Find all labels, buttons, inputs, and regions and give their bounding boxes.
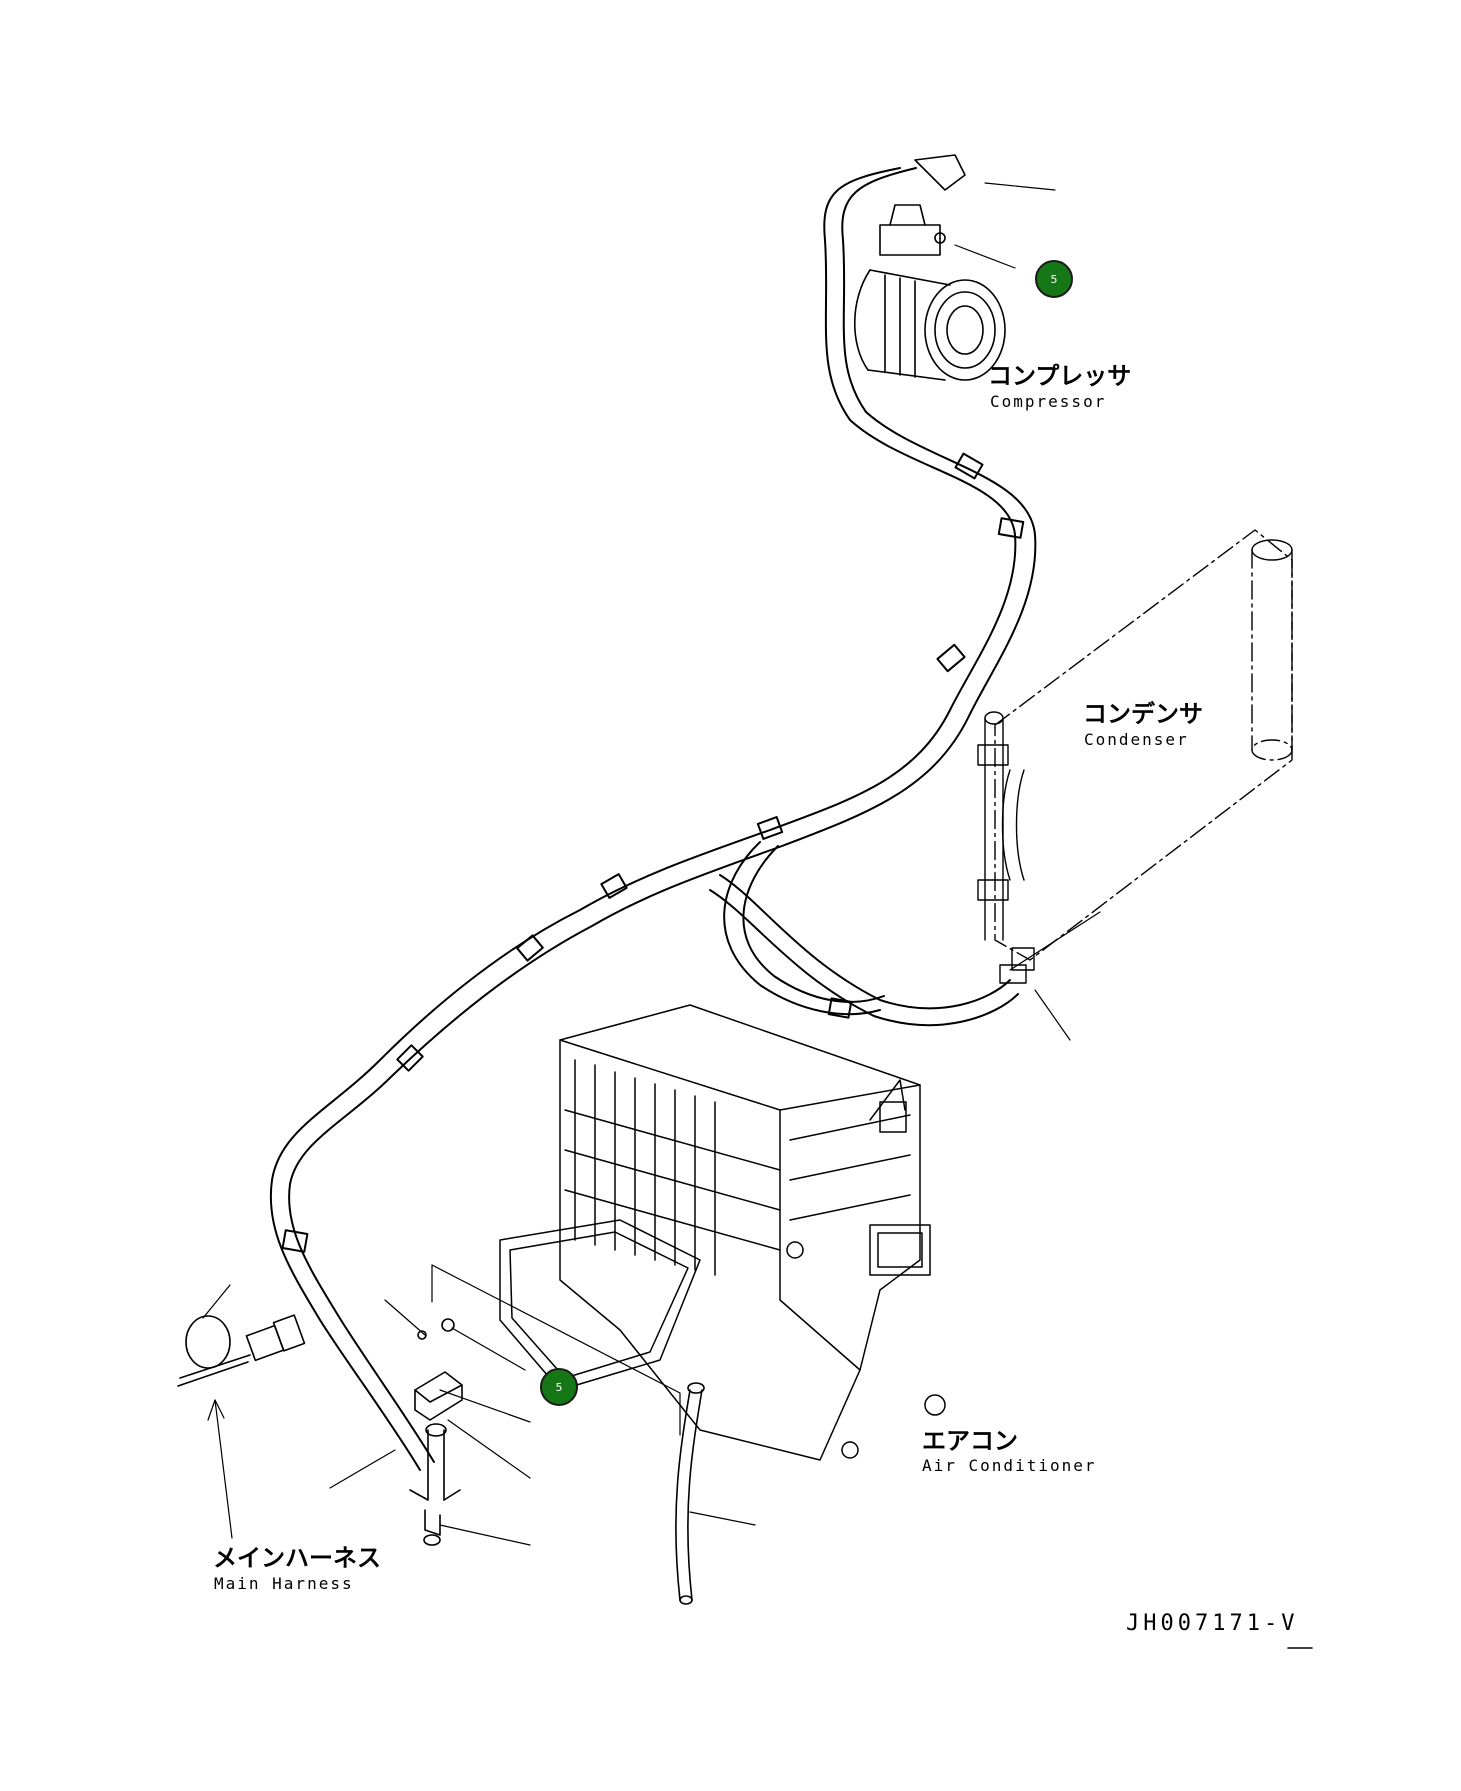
compressor-label-jp: コンプレッサ xyxy=(988,362,1132,390)
main-harness xyxy=(269,167,1037,1471)
callout-badge-compressor[interactable]: 5 xyxy=(1035,260,1073,298)
air-conditioner-label-jp: エアコン xyxy=(922,1427,1018,1455)
air-conditioner-drawing xyxy=(499,1004,946,1461)
condenser-drawing xyxy=(977,529,1293,984)
document-code: JH007171-V xyxy=(1126,1611,1299,1636)
air-conditioner-label-en: Air Conditioner xyxy=(922,1456,1097,1475)
main-harness-label-en: Main Harness xyxy=(214,1574,354,1593)
hardware-drawing xyxy=(177,1314,705,1605)
compressor-drawing xyxy=(853,154,1006,381)
leader-lines xyxy=(202,182,1101,1546)
compressor-label-en: Compressor xyxy=(990,392,1107,411)
condenser-label-jp: コンデンサ xyxy=(1083,700,1203,728)
main-harness-label-jp: メインハーネス xyxy=(213,1544,381,1572)
callout-badge-bracket[interactable]: 5 xyxy=(540,1368,578,1406)
condenser-label-en: Condenser xyxy=(1084,730,1189,749)
